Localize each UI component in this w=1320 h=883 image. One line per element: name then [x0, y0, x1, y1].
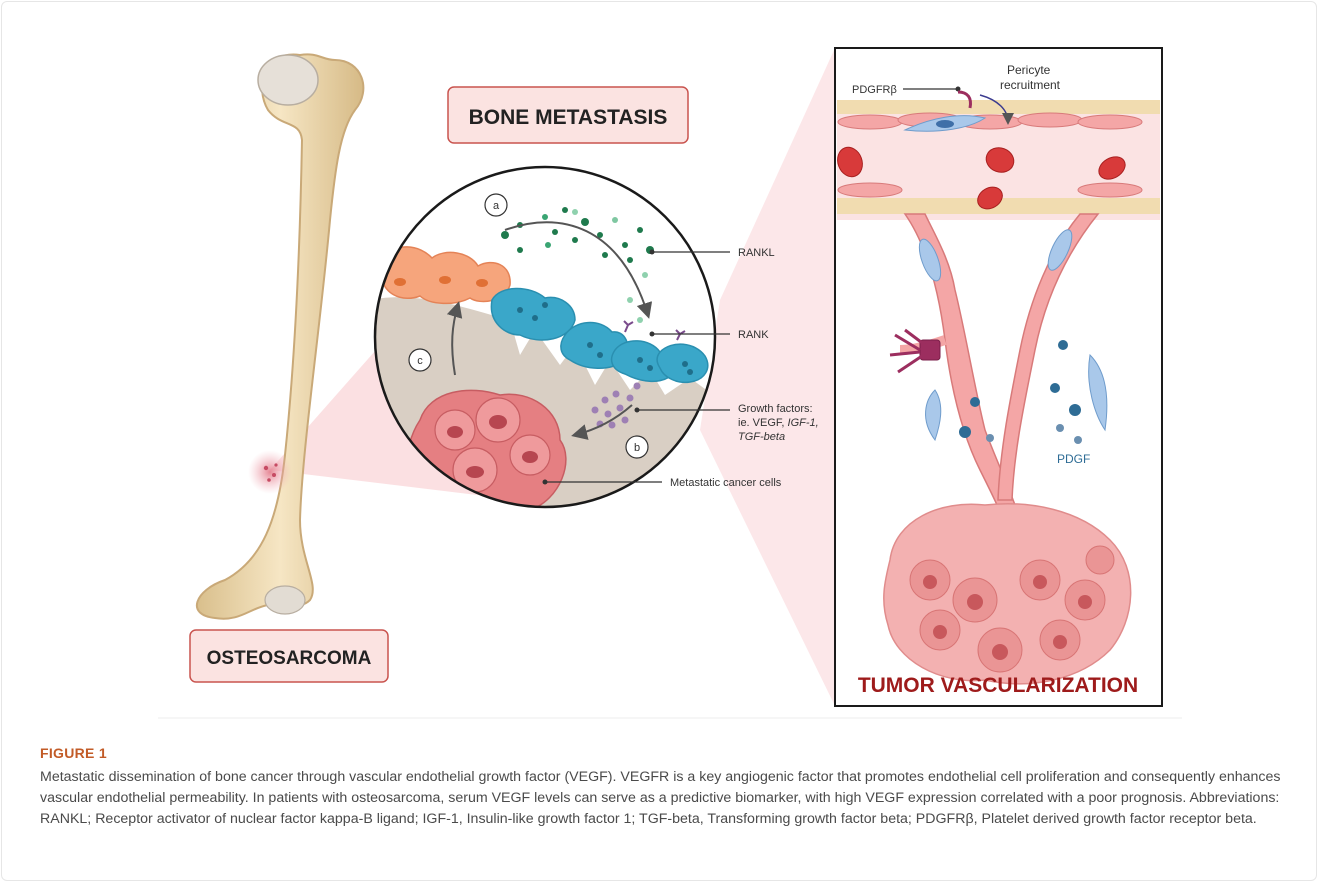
growth-factors-label: Growth factors:: [738, 403, 813, 415]
svg-text:BONE METASTASIS: BONE METASTASIS: [469, 106, 668, 129]
growth-factors-tgf: TGF-beta: [738, 431, 785, 443]
svg-text:c: c: [417, 355, 423, 367]
pdgfrb-label: PDGFRβ: [852, 84, 897, 96]
metastatic-cells-label: Metastatic cancer cells: [670, 477, 782, 489]
figure-number: FIGURE 1: [40, 745, 1285, 761]
pericyte-recruitment-label-1: Pericyte: [1007, 63, 1051, 77]
rank-label: RANK: [738, 329, 769, 341]
magnify-cone-vessel: [700, 48, 835, 706]
svg-text:b: b: [634, 442, 640, 454]
growth-factors-examples: ie. VEGF, IGF-1,: [738, 417, 819, 429]
step-label-a: a: [485, 194, 507, 216]
caption-text: Metastatic dissemination of bone cancer …: [40, 767, 1285, 830]
figure-caption: FIGURE 1 Metastatic dissemination of bon…: [40, 745, 1285, 830]
tumor-mass: [884, 504, 1131, 684]
vascularization-panel: PDGFRβ Pericyte recruitment PDGF TUMOR V…: [834, 48, 1162, 706]
svg-text:OSTEOSARCOMA: OSTEOSARCOMA: [207, 648, 372, 669]
pericyte-recruitment-label-2: recruitment: [1000, 78, 1061, 92]
pdgf-label: PDGF: [1057, 452, 1090, 466]
tumor-vascularization-title: TUMOR VASCULARIZATION: [858, 674, 1138, 697]
step-label-c: c: [409, 349, 431, 371]
svg-text:a: a: [493, 200, 500, 212]
tumor-cell-cluster: [408, 390, 566, 510]
figure-illustration: BONE METASTASIS OSTEOSARCOMA: [0, 0, 1320, 740]
bone-metastasis-title: BONE METASTASIS: [448, 87, 688, 143]
femur-bone: [197, 54, 363, 618]
osteosarcoma-title: OSTEOSARCOMA: [190, 630, 388, 682]
step-label-b: b: [626, 436, 648, 458]
rankl-label: RANKL: [738, 247, 775, 259]
